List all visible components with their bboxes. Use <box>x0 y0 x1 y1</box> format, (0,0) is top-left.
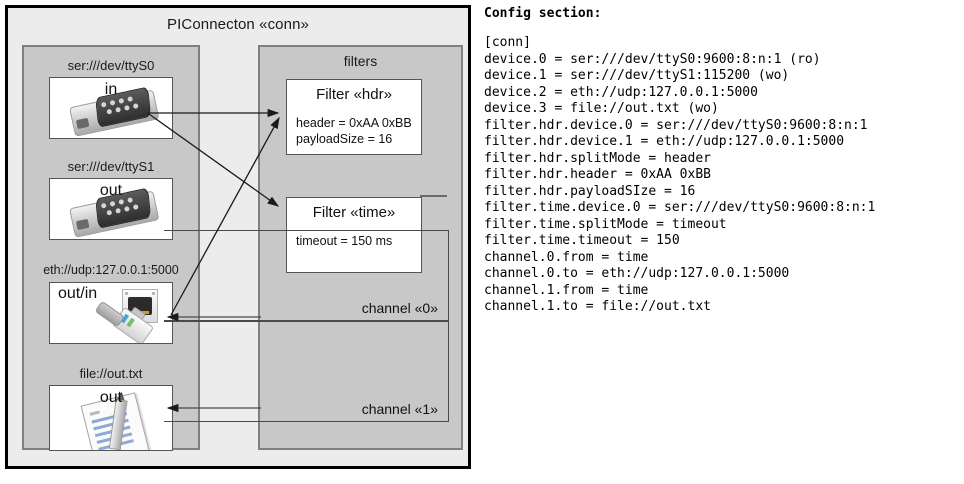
device-io-eth: out/in <box>58 285 98 302</box>
connection-diagram: PIConnecton «conn» ser:///dev/ttyS0 in <box>5 5 471 469</box>
channel-label-1: channel «1» <box>361 401 438 417</box>
channel-label-0: channel «0» <box>361 300 438 316</box>
channel-frame-0: channel «0» <box>164 230 449 321</box>
filters-panel-title: filters <box>343 53 378 69</box>
diagram-title: PIConnecton «conn» <box>167 16 309 33</box>
device-io-file: out <box>99 389 123 406</box>
device-label-file: file://out.txt <box>79 366 143 381</box>
device-io-ttyS1: out <box>99 182 123 199</box>
filter-box-hdr[interactable]: Filter «hdr» header = 0xAA 0xBB payloadS… <box>286 79 422 155</box>
config-section: Config section: [conn] device.0 = ser://… <box>484 6 954 316</box>
filters-panel: filters Filter «hdr» header = 0xAA 0xBB … <box>164 45 463 450</box>
device-box-file[interactable]: out <box>49 385 173 451</box>
device-box-ttyS0[interactable]: in <box>49 77 173 139</box>
filter-prop-hdr-header: header = 0xAA 0xBB <box>296 116 412 130</box>
device-group-ttyS1: ser:///dev/ttyS1 out <box>24 158 198 240</box>
device-group-eth: eth://udp:127.0.0.1:5000 out/in <box>24 262 198 344</box>
channel-frame-1: channel «1» <box>164 321 449 422</box>
device-io-ttyS0: in <box>104 81 118 98</box>
device-box-eth[interactable]: out/in <box>49 282 173 344</box>
filter-box-time[interactable]: Filter «time» timeout = 150 ms <box>286 197 422 273</box>
device-box-ttyS1[interactable]: out <box>49 178 173 240</box>
filter-prop-hdr-payload: payloadSize = 16 <box>296 132 393 146</box>
config-heading: Config section: <box>484 6 602 21</box>
device-label-ttyS0: ser:///dev/ttyS0 <box>67 58 155 73</box>
filter-title-hdr: Filter «hdr» <box>316 86 392 103</box>
config-text: [conn] device.0 = ser:///dev/ttyS0:9600:… <box>484 35 876 314</box>
device-label-ttyS1: ser:///dev/ttyS1 <box>67 159 155 174</box>
device-group-ttyS0: ser:///dev/ttyS0 in <box>24 57 198 139</box>
device-group-file: file://out.txt out <box>24 365 198 451</box>
filter-prop-time-timeout: timeout = 150 ms <box>296 234 393 248</box>
filter-title-time: Filter «time» <box>312 204 396 221</box>
device-label-eth: eth://udp:127.0.0.1:5000 <box>43 263 179 277</box>
